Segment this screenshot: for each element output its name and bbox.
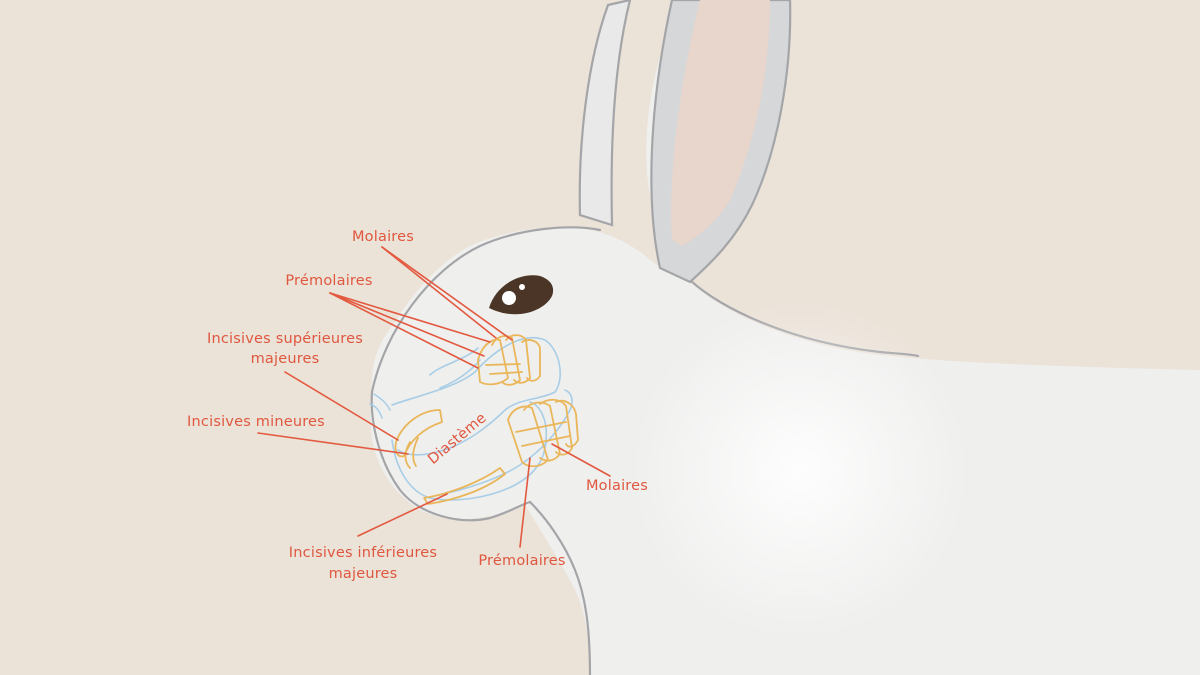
label-premolaires-top: Prémolaires <box>285 273 372 289</box>
chin-outline <box>370 390 532 522</box>
upper-jaw-inner <box>429 347 481 389</box>
label-molaires-bottom: Molaires <box>586 478 648 494</box>
fur-highlight <box>630 300 970 640</box>
label-incisives-sup-1: Incisives supérieures <box>207 331 363 347</box>
minor-incisor <box>404 437 419 469</box>
rabbit-head-illustration <box>369 0 1200 675</box>
label-incisives-mineures: Incisives mineures <box>187 414 325 430</box>
lower-cheek-teeth <box>507 398 579 468</box>
teeth <box>394 334 579 505</box>
leader-lines <box>257 246 611 548</box>
jaw-structure <box>391 337 573 501</box>
label-incisives-inf-1: Incisives inférieures <box>289 545 437 561</box>
front-ear-inner <box>671 0 770 246</box>
throat-outline <box>528 500 592 675</box>
eye-icon <box>489 275 554 315</box>
lower-jaw-ramus <box>439 389 573 496</box>
upper-jaw-outline <box>391 337 561 456</box>
upper-cheek-teeth <box>477 334 541 386</box>
lower-major-incisor <box>423 467 506 505</box>
nostril <box>369 393 391 419</box>
face-outline <box>370 226 602 394</box>
label-molaires-top: Molaires <box>352 229 414 245</box>
label-incisives-inf-2: majeures <box>329 566 398 582</box>
upper-major-incisor <box>394 409 443 458</box>
label-premolaires-bottom: Prémolaires <box>478 553 565 569</box>
back-ear <box>578 0 632 227</box>
lower-jaw-outline <box>391 401 548 501</box>
label-incisives-sup-2: majeures <box>251 351 320 367</box>
